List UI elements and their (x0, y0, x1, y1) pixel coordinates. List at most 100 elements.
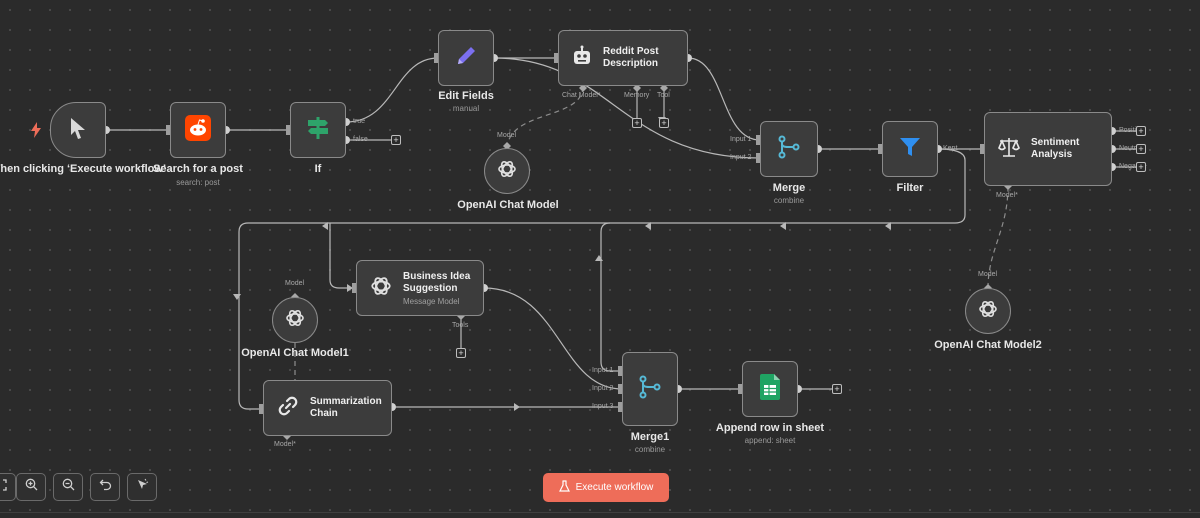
business-idea-sub: Message Model (403, 296, 460, 306)
input-handle (352, 283, 356, 293)
merge1-input1-label: Input 1 (592, 367, 614, 374)
memory-port-label: Memory (624, 92, 650, 99)
negative-add-button[interactable]: + (1136, 162, 1146, 172)
openai3-model-port-label: Model (285, 280, 305, 287)
zoom-out-icon (62, 478, 75, 496)
if-node[interactable] (290, 102, 346, 158)
execute-workflow-label: Execute workflow (575, 482, 654, 493)
append-add-button[interactable]: + (832, 384, 842, 394)
reddit-description-title: Reddit Post Description (603, 46, 659, 69)
sub-handle (660, 84, 668, 92)
arrow (885, 222, 891, 230)
input-handle (756, 153, 760, 163)
merge1-input2-label: Input 2 (592, 385, 614, 392)
google-sheets-icon (760, 373, 780, 405)
merge-input2-label: Input 2 (730, 154, 752, 161)
memory-add-button[interactable]: + (632, 118, 642, 128)
openai-icon (369, 274, 393, 303)
input-handle (554, 53, 558, 63)
openai-model-port-label: Model (497, 132, 517, 139)
openai-chat-model1-node[interactable] (272, 297, 318, 343)
sentiment-analysis-node[interactable]: Sentiment Analysis (984, 112, 1112, 186)
signpost-icon (305, 115, 331, 146)
edit-fields-sub: manual (452, 104, 480, 113)
filter-kept-port: Kept (943, 145, 958, 152)
append-row-label: Append row in sheet (715, 422, 825, 434)
if-true-port: true (353, 118, 366, 125)
business-idea-node[interactable]: Business Idea Suggestion Message Model (356, 260, 484, 316)
robot-icon (571, 45, 593, 72)
undo-button[interactable] (90, 473, 120, 501)
input-handle (738, 384, 742, 394)
zoom-out-button[interactable] (53, 473, 83, 501)
connection-business-merge1 (483, 287, 623, 390)
openai-chat-model1-label: OpenAI Chat Model1 (241, 347, 349, 359)
input-handle (166, 125, 170, 135)
openai2-model-port-label: Model (978, 271, 998, 278)
fit-view-button[interactable] (0, 473, 16, 501)
connection-loop-business (329, 223, 356, 289)
openai-icon (496, 158, 518, 185)
arrow (645, 222, 651, 230)
openai-chat-model2-label: OpenAI Chat Model2 (934, 339, 1042, 351)
append-row-sheet-node[interactable] (742, 361, 798, 417)
chat-model-port-label: Chat Model* (562, 92, 601, 99)
arrow (780, 222, 786, 230)
zoom-in-button[interactable] (16, 473, 46, 501)
arrow (233, 294, 241, 300)
sentiment-model-port-label: Model* (996, 192, 1018, 199)
reddit-search-sub: search: post (176, 178, 220, 187)
input-handle (286, 125, 290, 135)
manual-trigger-node[interactable] (50, 102, 106, 158)
tools-port-label: Tools (452, 322, 469, 329)
business-idea-text: Business Idea Suggestion Message Model (403, 271, 473, 306)
if-false-add-button[interactable]: + (391, 135, 401, 145)
openai-chat-model2-node[interactable] (965, 288, 1011, 334)
merge-icon (776, 134, 802, 165)
sub-handle (579, 84, 587, 92)
arrow (514, 403, 520, 411)
trigger-bolt-icon (30, 122, 42, 138)
input-handle (618, 366, 622, 376)
execute-workflow-button[interactable]: Execute workflow (543, 473, 669, 502)
tools-add-button[interactable]: + (456, 348, 466, 358)
merge-sub: combine (773, 196, 805, 205)
if-label: If (314, 163, 322, 175)
cursor-icon (67, 116, 89, 145)
sentiment-negative-port: Negative (1119, 163, 1147, 170)
neutral-add-button[interactable]: + (1136, 144, 1146, 154)
input-handle (756, 135, 760, 145)
tool-port-label: Tool (657, 92, 670, 99)
merge-label: Merge (772, 182, 806, 194)
positive-add-button[interactable]: + (1136, 126, 1146, 136)
reddit-description-agent-node[interactable]: Reddit Post Description (558, 30, 688, 86)
connection-editfields-merge (493, 57, 761, 159)
zoom-in-icon (25, 478, 38, 496)
tidy-up-button[interactable] (127, 473, 157, 501)
bottom-divider (0, 512, 1200, 513)
input-handle (259, 404, 263, 414)
merge1-node[interactable] (622, 352, 678, 426)
merge1-input3-label: Input 3 (592, 403, 614, 410)
reddit-icon (185, 114, 211, 146)
merge-input1-label: Input 1 (730, 136, 752, 143)
flask-icon (558, 480, 570, 495)
filter-node[interactable] (882, 121, 938, 177)
connection-loop-merge1 (600, 222, 622, 372)
input-handle (878, 144, 882, 154)
sentiment-neutral-port: Neutral (1119, 145, 1142, 152)
merge-node[interactable] (760, 121, 818, 177)
sub-handle (633, 84, 641, 92)
tool-add-button[interactable]: + (659, 118, 669, 128)
openai-chat-model-node[interactable] (484, 148, 530, 194)
tidy-up-icon (136, 478, 149, 496)
merge1-label: Merge1 (630, 431, 670, 443)
edit-fields-label: Edit Fields (438, 90, 494, 102)
filter-label: Filter (896, 182, 924, 194)
reddit-search-node[interactable] (170, 102, 226, 158)
pencil-icon (453, 43, 479, 74)
summarization-chain-node[interactable]: Summarization Chain (263, 380, 392, 436)
edit-fields-node[interactable] (438, 30, 494, 86)
business-idea-title: Business Idea Suggestion (403, 270, 471, 294)
